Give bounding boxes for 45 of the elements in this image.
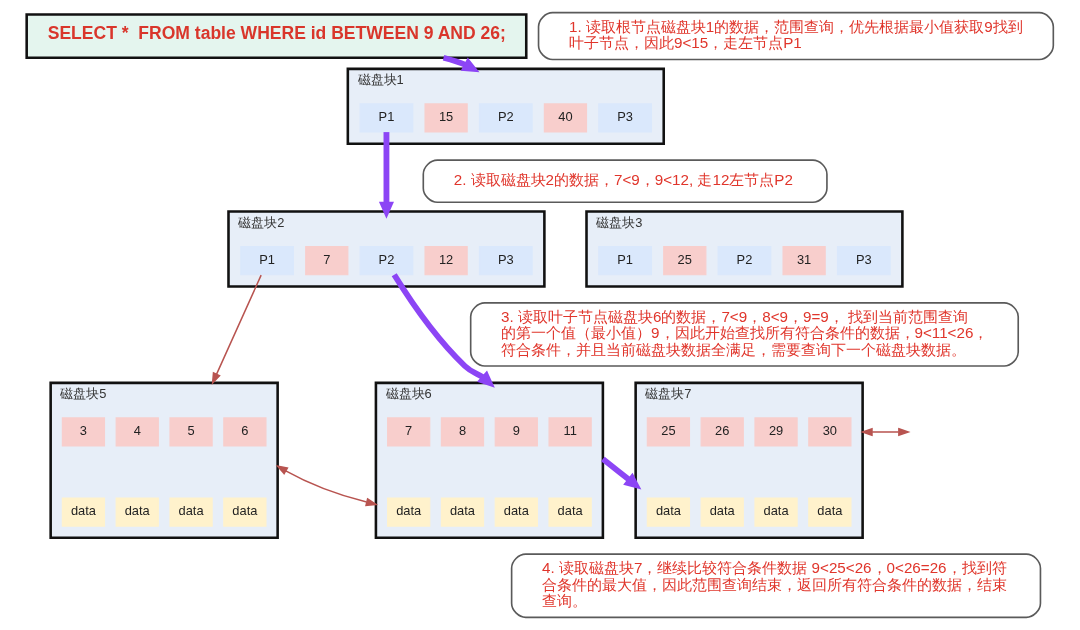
node-box: data — [223, 497, 267, 527]
node-box: 4 — [115, 417, 159, 447]
arrow — [601, 456, 642, 490]
node-box: 3. 读取叶子节点磁盘块6的数据，7<9，8<9，9=9， 找到当前范围查询的第一个值（最小值）9，因此开始查找所有符合条件的数据，9<11<26，符合条件，并且当前磁盘块数据全满足，需要查询下一个磁盘块数据。 — [469, 302, 1020, 367]
node-box: P1 — [240, 246, 294, 276]
arrow — [275, 464, 379, 507]
arrow — [211, 274, 262, 385]
arrow — [860, 427, 911, 437]
node-box: 25 — [646, 417, 691, 447]
node-box: data — [494, 497, 538, 527]
node-box: data — [61, 497, 106, 527]
node-box: 1. 读取根节点磁盘块1的数据，范围查询，优先根据最小值获取9找到叶子节点，因此9<15，走左节点P1 — [537, 11, 1055, 61]
node-box: 2. 读取磁盘块2的数据，7<9，9<12, 走12左节点P2 — [422, 159, 828, 204]
node-box: data — [387, 497, 431, 527]
node-box: 7 — [305, 246, 349, 276]
node-box: 40 — [543, 103, 588, 133]
node-box: data — [808, 497, 852, 527]
node-box: 29 — [754, 417, 798, 447]
node-box: data — [169, 497, 213, 527]
node-box: 3 — [61, 417, 106, 447]
node-box: P2 — [359, 246, 414, 276]
node-box: 6 — [223, 417, 267, 447]
node-box: SELECT * FROM table WHERE id BETWEEN 9 AND 26; — [25, 13, 528, 59]
node-box: data — [754, 497, 798, 527]
node-box: 15 — [424, 103, 468, 133]
node-box: 25 — [663, 246, 707, 276]
node-box: 5 — [169, 417, 213, 447]
node-box: 30 — [808, 417, 852, 447]
node-box: 26 — [700, 417, 744, 447]
node-box: data — [440, 497, 485, 527]
node-box: 12 — [424, 246, 468, 276]
node-box: P1 — [359, 103, 414, 133]
arrow — [391, 273, 495, 388]
node-box: 7 — [387, 417, 431, 447]
node-box: data — [548, 497, 592, 527]
arrow — [442, 54, 480, 73]
arrow — [378, 132, 394, 219]
node-box: 8 — [440, 417, 485, 447]
node-box: 11 — [548, 417, 592, 447]
node-box: 31 — [782, 246, 826, 276]
node-box: 9 — [494, 417, 538, 447]
node-box: data — [646, 497, 691, 527]
node-box: data — [700, 497, 744, 527]
node-box: 4. 读取磁盘块7，继续比较符合条件数据 9<25<26，0<26=26，找到符合条件的最大值，因此范围查询结束，返回所有符合条件的数据，结束查询。 — [510, 553, 1042, 619]
node-box: data — [115, 497, 159, 527]
